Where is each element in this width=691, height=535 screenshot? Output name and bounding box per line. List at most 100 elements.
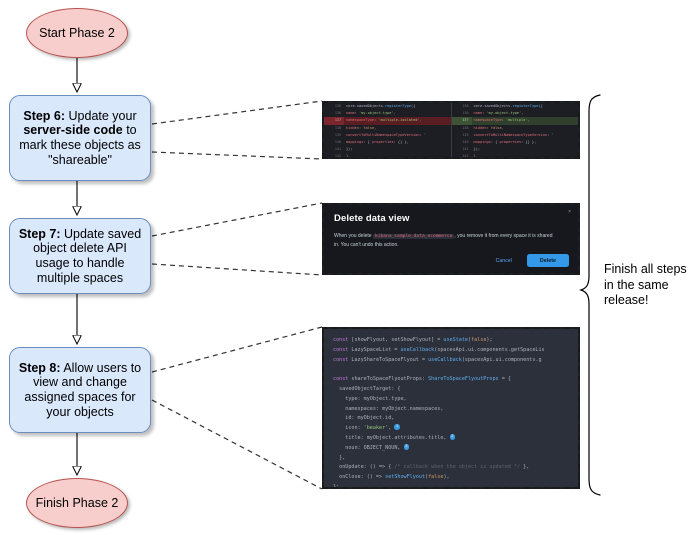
node-step-8[interactable]: Step 8: Allow users to view and change a… [9,347,151,433]
line-number: 141 [462,147,469,152]
code-line: type: myObject.type, [333,395,407,402]
line-number: 142 [462,154,469,159]
node-step-6[interactable]: Step 6: Update your server-side code to … [9,95,151,181]
code-line: const LazyShareToSpaceFlyout = useCallba… [333,356,542,363]
line-number: 139 [334,132,341,137]
code-line: 136 name: 'my-object-type', [452,110,579,117]
code-line: 136 name: 'my-object-type', [324,110,451,117]
modal-body-before: When you delete [334,233,373,239]
code-line: 141}); [452,146,579,153]
modal-body-after: , you remove it from every space it is s… [334,233,553,248]
annotation-badge: 2 [449,434,456,440]
modal-footer: Cancel Delete [490,254,569,267]
node-step-6-bold-1: server-side code [23,123,123,138]
line-number: 138 [462,125,469,130]
delete-data-view-modal: × Delete data view When you delete kiban… [324,205,578,273]
modal-body-text: When you delete kibana_sample_data_ecomm… [334,232,559,249]
code-line: savedObjectTarget: { [333,385,401,392]
code-line: const [showFlyout, setShowFlyout] = useS… [333,337,493,343]
callout-leader-step6-top [151,100,323,125]
code-line: 140 mappings: { properties: {} }, [452,139,579,146]
code-line: 140 mappings: { properties: {} }, [324,139,451,146]
code-text: convertToMultiNamespaceTypeVersion: ' [346,132,427,137]
code-line: namespaces: myObject.namespaces, [333,405,444,412]
line-number: 136 [334,111,341,116]
delete-button[interactable]: Delete [526,254,569,267]
code-line: 138 hidden: false, [324,125,451,132]
line-number: 140 [334,139,341,144]
line-number: 139 [462,132,469,137]
code-text: } [473,154,476,159]
code-text: hidden: false, [473,125,504,130]
code-text: namespaceType: 'multiple-isolated', [346,118,422,123]
close-icon[interactable]: × [568,209,571,215]
share-to-space-flyout-code: const [showFlyout, setShowFlyout] = useS… [324,329,578,487]
annotation-badge: 3 [403,443,410,450]
code-text: convertToMultiNamespaceTypeVersion: ' [473,132,554,137]
code-line: title: myObject.attributes.title, 2 [333,434,456,441]
code-line: const shareToSpaceFlyoutProps: ShareToSp… [333,376,511,383]
node-step-6-text: Step 6: Update your server-side code to … [16,109,144,168]
code-line [333,365,578,375]
code-line: 142} [324,153,451,159]
code-text: }); [346,147,353,152]
code-line: 139 convertToMultiNamespaceTypeVersion: … [324,132,451,139]
code-line: onClose: () => setShowFlyout(false), [333,474,450,481]
callout-flyout-code-screenshot: const [showFlyout, setShowFlyout] = useS… [322,327,580,489]
code-line: const LazySpaceList = useCallback(spaces… [333,346,545,353]
line-number: 137 [324,117,344,125]
node-step-8-text: Step 8: Allow users to view and change a… [16,361,144,420]
node-start-label: Start Phase 2 [39,25,115,40]
code-text: mappings: { properties: {} }, [473,139,537,144]
code-line: 142} [452,153,579,159]
code-text: hidden: false, [346,125,377,130]
callout-leader-step7-bottom [151,263,323,276]
node-finish-label: Finish Phase 2 [35,495,119,510]
code-line: icon: 'beaker', 1 [333,424,400,432]
node-step-6-text-1: Update your [65,108,137,123]
code-line: 137 namespaceType: 'multiple', [451,117,578,125]
code-text: core.savedObjects.registerType({ [346,104,416,108]
node-step-6-prefix: Step 6: [23,108,66,123]
line-number: 136 [462,111,469,116]
node-start-phase-2[interactable]: Start Phase 2 [26,8,128,58]
modal-body-code-chip: kibana_sample_data_ecommerce [372,234,455,239]
line-number: 142 [334,154,341,159]
code-text: mappings: { properties: {} }, [346,139,409,144]
callout-leader-step6-bottom [151,151,323,160]
node-step-7-text-1: Update saved object delete API usage to … [33,226,142,285]
code-diff-left-pane: 136 core.savedObjects.registerType({ 136 n… [324,103,452,157]
code-text: }); [473,147,481,152]
node-step-7-prefix: Step 7: [18,226,61,241]
annotation-badge: 1 [394,424,400,430]
node-finish-phase-2[interactable]: Finish Phase 2 [26,478,128,528]
node-step-8-prefix: Step 8: [18,360,61,375]
line-number: 141 [334,147,341,152]
node-step-8-text-1: Allow users to view and change assigned … [24,360,142,419]
code-line: onUpdate: () => { /* callback when the o… [333,464,530,471]
release-brace [579,94,601,496]
code-line: 138 hidden: false, [452,125,579,132]
code-text: } [346,154,349,159]
line-number: 137 [451,117,472,125]
code-text: name: 'my-object-type', [473,111,524,116]
code-line: 137 namespaceType: 'multiple-isolated', [324,117,451,125]
release-note-text: Finish all steps in the same release! [604,262,687,308]
code-text: name: 'my-object-type', [346,111,396,116]
code-line: 139 convertToMultiNamespaceTypeVersion: … [452,132,579,139]
node-step-6-text-2: to mark these objects as "shareable" [19,123,141,167]
line-number: 138 [334,125,341,130]
line-number: 140 [462,139,469,144]
callout-leader-step8-bottom [151,399,323,490]
callout-delete-modal-screenshot: × Delete data view When you delete kiban… [322,203,580,275]
node-step-7-text: Step 7: Update saved object delete API u… [16,227,144,286]
code-line: }, [333,454,346,461]
callout-leader-step7-top [151,202,323,237]
cancel-button[interactable]: Cancel [490,257,518,265]
node-step-7[interactable]: Step 7: Update saved object delete API u… [9,218,151,294]
line-number: 136 [334,104,341,108]
